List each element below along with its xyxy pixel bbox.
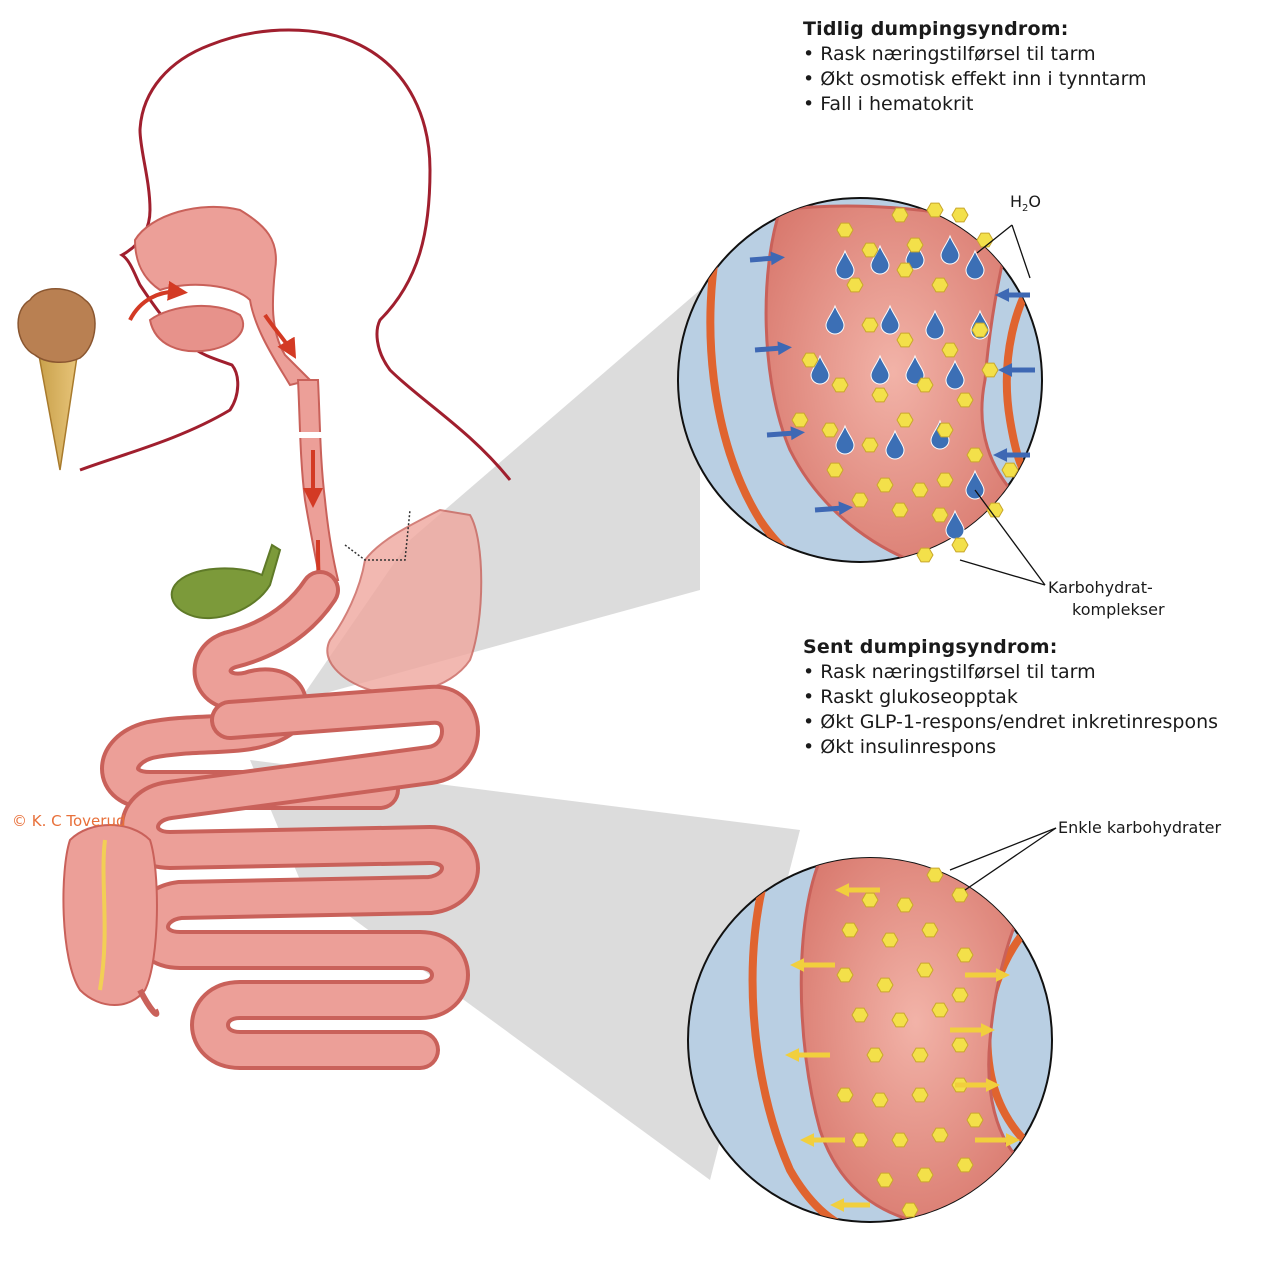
carb-complex-hexagon — [862, 438, 878, 452]
simple-carb-hexagon — [837, 968, 853, 982]
carb-complex-hexagon — [952, 208, 968, 222]
nasal-cavity — [135, 207, 310, 385]
simple-carb-hexagon — [897, 898, 913, 912]
carb-complex-hexagon — [862, 243, 878, 257]
carb-complex-hexagon — [792, 413, 808, 427]
early-dumping-circle — [678, 198, 1042, 605]
early-bullet-list: Rask næringstilførsel til tarm Økt osmot… — [803, 42, 1147, 117]
carb-complex-hexagon — [932, 508, 948, 522]
simple-carb-hexagon — [877, 1173, 893, 1187]
carb-complex-hexagon — [917, 378, 933, 392]
carb-complex-hexagon — [1002, 463, 1018, 477]
early-bullet: Rask næringstilførsel til tarm — [803, 42, 1147, 67]
blue-arrow-inward — [815, 508, 843, 510]
simple-carb-hexagon — [892, 1133, 908, 1147]
carb-complex-hexagon — [852, 493, 868, 507]
carb-complex-hexagon — [942, 343, 958, 357]
carb-complex-hexagon — [937, 423, 953, 437]
blue-arrow-inward — [767, 433, 795, 435]
carb-complex-hexagon — [952, 538, 968, 552]
carb-complex-hexagon — [862, 318, 878, 332]
simple-carb-hexagon — [952, 1038, 968, 1052]
carb-complex-hexagon — [847, 278, 863, 292]
complex-carbs-label-line2: komplekser — [1072, 600, 1165, 620]
simple-carb-hexagon — [837, 1088, 853, 1102]
simple-carb-hexagon — [912, 1088, 928, 1102]
simple-carb-hexagon — [867, 1048, 883, 1062]
copyright-notice: © K. C Toverud — [12, 812, 125, 830]
simple-carb-hexagon — [917, 963, 933, 977]
tongue — [150, 306, 243, 351]
carb-complex-hexagon — [927, 203, 943, 217]
carb-complex-hexagon — [827, 463, 843, 477]
early-heading: Tidlig dumpingsyndrom: — [803, 18, 1069, 40]
ice-cream-icon — [18, 289, 95, 470]
early-bullet: Økt osmotisk effekt inn i tynntarm — [803, 67, 1147, 92]
carb-complex-hexagon — [917, 548, 933, 562]
carb-complex-hexagon — [897, 413, 913, 427]
carb-complex-hexagon — [832, 378, 848, 392]
late-bullet: Rask næringstilførsel til tarm — [803, 660, 1218, 685]
carb-complex-hexagon — [972, 323, 988, 337]
carb-complex-hexagon — [822, 423, 838, 437]
simple-carb-hexagon — [957, 1158, 973, 1172]
late-bullet: Økt insulinrespons — [803, 735, 1218, 760]
blue-arrow-inward — [755, 348, 782, 350]
late-bullet: Økt GLP-1-respons/endret inkretinrespons — [803, 710, 1218, 735]
carb-complex-hexagon — [982, 363, 998, 377]
simple-carb-hexagon — [842, 923, 858, 937]
carb-complex-hexagon — [907, 238, 923, 252]
simple-carb-hexagon — [862, 893, 878, 907]
carb-complex-hexagon — [837, 223, 853, 237]
colon — [63, 825, 157, 1014]
simple-carb-hexagon — [852, 1133, 868, 1147]
simple-carb-hexagon — [967, 1113, 983, 1127]
water-label: H2O — [1010, 192, 1041, 214]
complex-carbs-label-line1: Karbohydrat- — [1048, 578, 1153, 598]
late-bullet-list: Rask næringstilførsel til tarm Raskt glu… — [803, 660, 1218, 760]
carb-complex-hexagon — [932, 278, 948, 292]
simple-carb-hexagon — [932, 1003, 948, 1017]
carb-complex-hexagon — [967, 448, 983, 462]
late-bullet: Raskt glukoseopptak — [803, 685, 1218, 710]
simple-carb-hexagon — [892, 1013, 908, 1027]
carb-complex-hexagon — [897, 333, 913, 347]
simple-carb-hexagon — [877, 978, 893, 992]
simple-carb-hexagon — [872, 1093, 888, 1107]
carb-complex-hexagon — [957, 393, 973, 407]
gallbladder-icon — [172, 545, 280, 618]
simple-carb-hexagon — [852, 1008, 868, 1022]
simple-carb-hexagon — [882, 933, 898, 947]
simple-carb-hexagon — [932, 1128, 948, 1142]
carb-complex-hexagon — [977, 233, 993, 247]
early-bullet: Fall i hematokrit — [803, 92, 1147, 117]
carb-complex-hexagon — [802, 353, 818, 367]
late-dumping-circle — [688, 856, 1052, 1230]
carb-complex-hexagon — [892, 503, 908, 517]
simple-carb-hexagon — [927, 868, 943, 882]
simple-carbs-label: Enkle karbohydrater — [1058, 818, 1221, 838]
simple-carb-hexagon — [952, 988, 968, 1002]
simple-carb-hexagon — [922, 923, 938, 937]
carb-complex-hexagon — [912, 483, 928, 497]
simple-carb-hexagon — [957, 948, 973, 962]
carb-complex-hexagon — [872, 388, 888, 402]
carb-complex-hexagon — [897, 263, 913, 277]
carb-complex-hexagon — [937, 473, 953, 487]
simple-carb-hexagon — [917, 1168, 933, 1182]
stomach-remnant — [327, 510, 481, 694]
late-heading: Sent dumpingsyndrom: — [803, 636, 1058, 658]
simple-carb-hexagon — [902, 1203, 918, 1217]
simple-carb-hexagon — [912, 1048, 928, 1062]
esophagus-gap — [296, 432, 322, 438]
carb-complex-hexagon — [877, 478, 893, 492]
carb-complex-hexagon — [892, 208, 908, 222]
